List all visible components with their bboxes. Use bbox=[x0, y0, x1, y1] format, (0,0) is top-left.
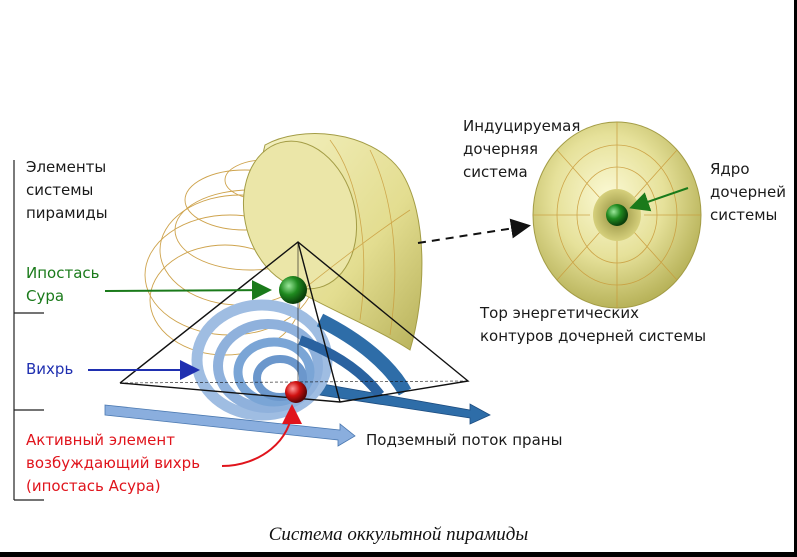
induction-arrow bbox=[417, 218, 531, 244]
label-vortex: Вихрь bbox=[26, 360, 74, 378]
sura-pointer bbox=[104, 280, 272, 301]
label-active-element: Активный элемент возбуждающий вихрь (ипо… bbox=[26, 431, 201, 495]
underground-flow-arrows bbox=[104, 379, 491, 447]
daughter-torus bbox=[532, 121, 702, 309]
label-induced-system: Индуцируемая дочерняя система bbox=[463, 117, 581, 181]
asura-sphere bbox=[285, 381, 307, 403]
active-element-pointer bbox=[221, 404, 302, 467]
frame-right-border bbox=[794, 0, 797, 557]
yellow-horn bbox=[242, 133, 423, 351]
left-bracket bbox=[13, 160, 44, 501]
label-elements: Элементы системы пирамиды bbox=[26, 158, 108, 222]
label-hypostasis-sura: Ипостась Сура bbox=[26, 264, 100, 305]
label-torus: Тор энергетических контуров дочерней сис… bbox=[480, 304, 707, 345]
frame-bottom-border bbox=[0, 552, 797, 557]
label-underground-flow: Подземный поток праны bbox=[366, 431, 563, 449]
label-nucleus: Ядро дочерней системы bbox=[710, 160, 786, 224]
daughter-nucleus-sphere bbox=[606, 204, 628, 226]
sura-sphere bbox=[279, 276, 307, 304]
figure-caption: Система оккультной пирамиды bbox=[268, 524, 529, 545]
nucleus-pointer bbox=[629, 187, 689, 212]
pyramid bbox=[119, 241, 470, 403]
